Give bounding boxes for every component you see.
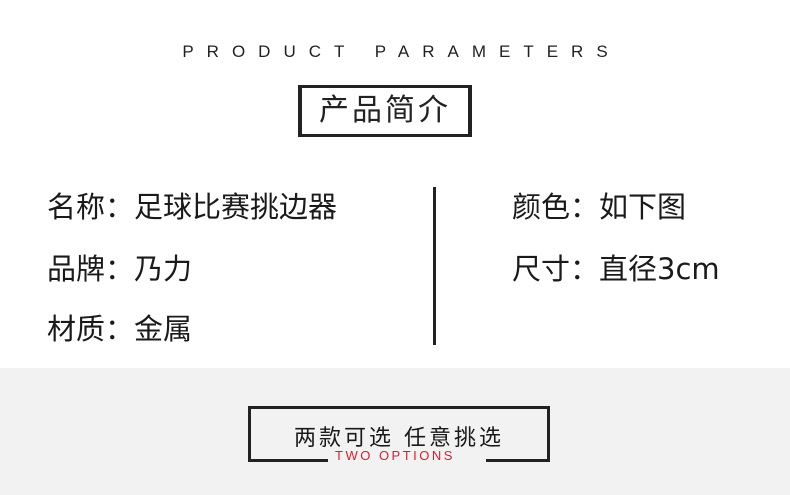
box-border-top	[248, 406, 550, 409]
param-brand-row: 品牌：乃力	[47, 246, 192, 288]
box-border-bottom-left	[248, 459, 328, 462]
box-border-right	[468, 85, 472, 137]
param-name-row: 名称：足球比赛挑边器	[47, 184, 337, 226]
section-title-cn: 产品简介	[319, 93, 451, 128]
parameters-section	[0, 0, 790, 368]
param-label: 颜色：	[512, 190, 600, 224]
box-border-right	[547, 406, 550, 462]
box-border-left	[248, 406, 251, 462]
section-title-en: PRODUCT PARAMETERS	[182, 42, 621, 61]
options-title-box: 两款可选 任意挑选	[248, 406, 550, 462]
param-size-row: 尺寸：直径3cm	[512, 246, 720, 288]
param-label: 材质：	[47, 312, 135, 346]
box-border-left	[298, 85, 302, 137]
param-label: 尺寸：	[512, 252, 600, 286]
column-divider	[433, 187, 436, 345]
options-subtitle-en: TWO OPTIONS	[335, 448, 455, 463]
param-value: 足球比赛挑边器	[134, 190, 338, 224]
param-value: 金属	[134, 312, 193, 346]
box-border-bottom-right	[486, 459, 550, 462]
param-value: 乃力	[134, 252, 193, 286]
param-material-row: 材质：金属	[47, 306, 192, 348]
param-label: 品牌：	[47, 252, 135, 286]
param-label: 名称：	[47, 190, 135, 224]
box-border-bottom	[298, 134, 472, 137]
box-border-top	[298, 85, 472, 88]
param-value: 直径3cm	[599, 252, 720, 286]
param-value: 如下图	[599, 190, 687, 224]
section-title-box: 产品简介	[298, 85, 472, 137]
param-color-row: 颜色：如下图	[512, 184, 686, 226]
options-section	[0, 368, 790, 495]
options-title-cn: 两款可选 任意挑选	[294, 426, 504, 451]
